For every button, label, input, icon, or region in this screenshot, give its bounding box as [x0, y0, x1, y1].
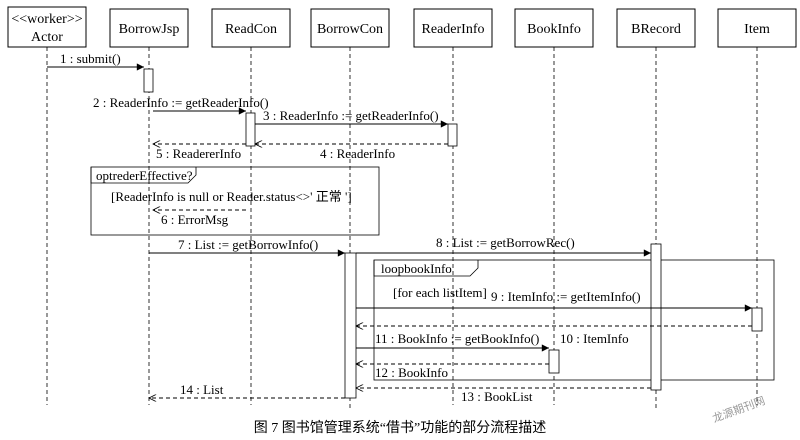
- participant-borrowjsp: BorrowJsp: [109, 8, 189, 48]
- message-12-label: 12 : BookInfo: [375, 365, 448, 380]
- message-7-label: 7 : List := getBorrowInfo(): [178, 237, 318, 252]
- activation-borrowcon: [344, 252, 357, 399]
- lifelines: [46, 47, 758, 408]
- actor-stereotype: <<worker>>: [11, 12, 82, 27]
- message-10-label: 10 : ItemInfo: [560, 331, 629, 346]
- activation-readcon: [245, 112, 256, 147]
- participant-bookinfo: BookInfo: [514, 8, 594, 48]
- activation-item: [751, 307, 763, 332]
- watermark: 龙源期刊网: [710, 393, 766, 425]
- activation-brecord: [650, 243, 662, 391]
- message-9-label: 9 : ItemInfo := getItemInfo(): [491, 289, 641, 304]
- loop-frame: loopbookInfo [for each listItem]: [373, 259, 775, 381]
- borrowjsp-name: BorrowJsp: [119, 22, 180, 37]
- opt-frame-guard: [ReaderInfo is null or Reader.status<>' …: [111, 189, 352, 204]
- message-14-label: 14 : List: [180, 382, 224, 397]
- borrowcon-name: BorrowCon: [317, 22, 383, 37]
- bookinfo-name: BookInfo: [527, 22, 581, 37]
- participant-readcon: ReadCon: [211, 8, 291, 48]
- loop-frame-label: loopbookInfo: [381, 261, 452, 276]
- participant-readerinfo: ReaderInfo: [413, 8, 493, 48]
- readerinfo-name: ReaderInfo: [422, 22, 485, 37]
- message-5-label: 5 : ReadererInfo: [156, 146, 241, 161]
- item-name: Item: [744, 22, 770, 37]
- opt-frame: optrederEffective? [ReaderInfo is null o…: [90, 166, 380, 236]
- activation-readerinfo: [447, 123, 458, 147]
- participant-borrowcon: BorrowCon: [310, 8, 390, 48]
- message-4-label: 4 : ReaderInfo: [320, 146, 395, 161]
- activation-bookinfo: [548, 349, 560, 374]
- message-1-label: 1 : submit(): [60, 51, 121, 66]
- loop-frame-guard: [for each listItem]: [393, 285, 487, 300]
- actor-name: Actor: [31, 30, 63, 45]
- opt-frame-label: optrederEffective?: [96, 168, 193, 183]
- message-6-label: 6 : ErrorMsg: [161, 212, 229, 227]
- message-3-label: 3 : ReaderInfo := getReaderInfo(): [263, 108, 439, 123]
- brecord-name: BRecord: [631, 22, 681, 37]
- message-labels: 1 : submit() 2 : ReaderInfo := getReader…: [60, 51, 641, 404]
- participant-item: Item: [717, 8, 797, 48]
- participant-brecord: BRecord: [616, 8, 696, 48]
- message-13-label: 13 : BookList: [461, 389, 533, 404]
- readcon-name: ReadCon: [225, 22, 277, 37]
- message-11-label: 11 : BookInfo := getBookInfo(): [375, 331, 539, 346]
- message-8-label: 8 : List := getBorrowRec(): [436, 235, 575, 250]
- activation-borrowjsp: [143, 68, 154, 93]
- figure-caption: 图 7 图书馆管理系统“借书”功能的部分流程描述: [254, 420, 546, 436]
- message-arrows: [47, 63, 752, 398]
- participant-actor: <<worker>> Actor: [7, 6, 87, 48]
- message-2-label: 2 : ReaderInfo := getReaderInfo(): [93, 95, 269, 110]
